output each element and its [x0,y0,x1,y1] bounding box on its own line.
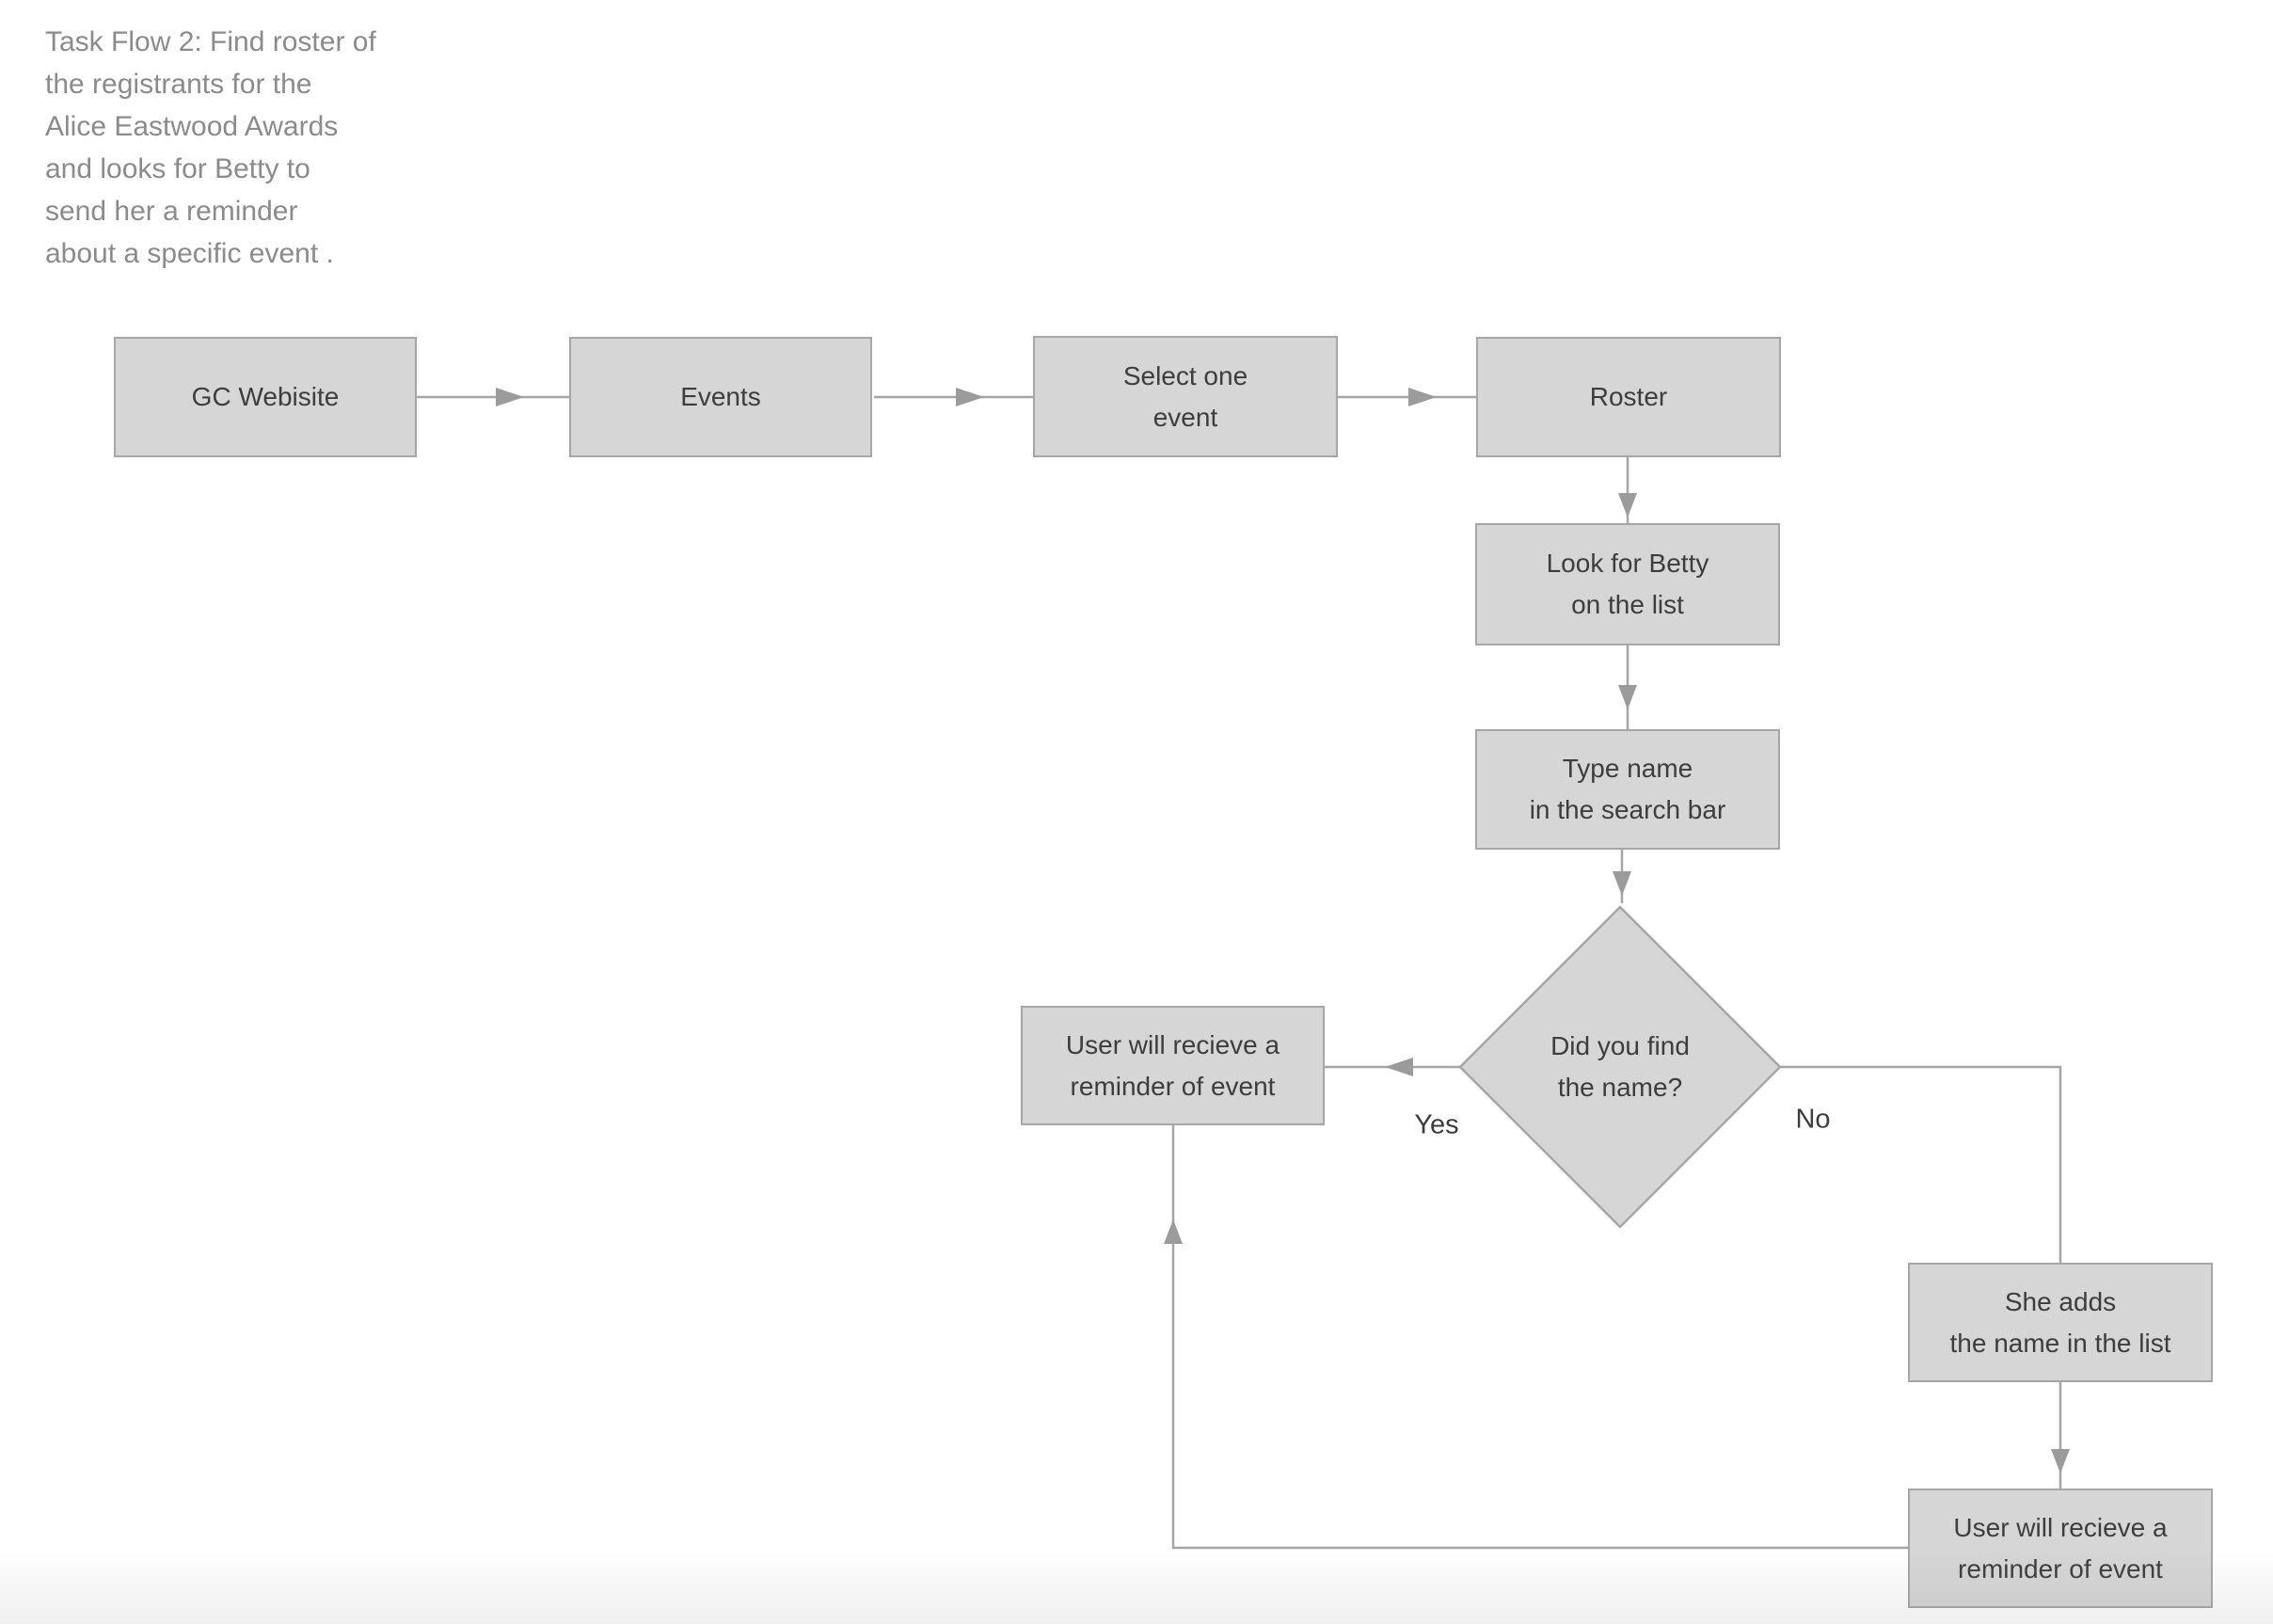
node-reminder-no-label: User will recieve a reminder of event [1953,1512,2168,1584]
flow-title: Task Flow 2: Find roster of the registra… [45,26,376,269]
arrowhead-gcwebsite-events [496,388,524,406]
node-roster: Roster [1476,337,1781,457]
arrowhead-betty-typename [1618,685,1637,709]
arrowhead-typename-decision [1613,871,1631,896]
edge-label-yes: Yes [1414,1109,1459,1140]
node-select-one-event: Select one event [1033,336,1338,457]
edge-decision-no [1780,1065,2062,1263]
arrowhead-roster-betty [1618,493,1637,517]
arrowhead-events-select [956,388,984,406]
edge-label-no: No [1795,1104,1831,1135]
node-reminder-yes: User will recieve a reminder of event [1021,1006,1325,1125]
arrowhead-decision-yes [1385,1058,1413,1076]
node-gc-website-label: GC Webisite [191,382,340,411]
node-look-for-betty-label: Look for Betty on the list [1546,549,1709,619]
node-she-adds: She adds the name in the list [1908,1263,2213,1382]
node-type-name-label: Type name in the search bar [1529,754,1726,824]
node-roster-label: Roster [1589,382,1668,411]
node-type-name: Type name in the search bar [1475,729,1780,850]
node-events-label: Events [680,382,761,411]
arrowhead-sheadds-reminder [2051,1449,2070,1473]
node-events: Events [569,337,872,457]
node-decision [1458,905,1782,1229]
node-look-for-betty: Look for Betty on the list [1475,523,1780,645]
node-gc-website: GC Webisite [114,337,417,457]
arrowhead-select-roster [1408,388,1437,406]
edge-reminder-loop [1171,1125,1908,1550]
arrowhead-reminder-loop [1164,1219,1183,1244]
node-she-adds-label: She adds the name in the list [1949,1286,2171,1358]
node-reminder-yes-label: User will recieve a reminder of event [1065,1029,1280,1101]
node-reminder-no: User will recieve a reminder of event [1908,1489,2213,1608]
node-select-one-event-label: Select one event [1122,360,1248,432]
